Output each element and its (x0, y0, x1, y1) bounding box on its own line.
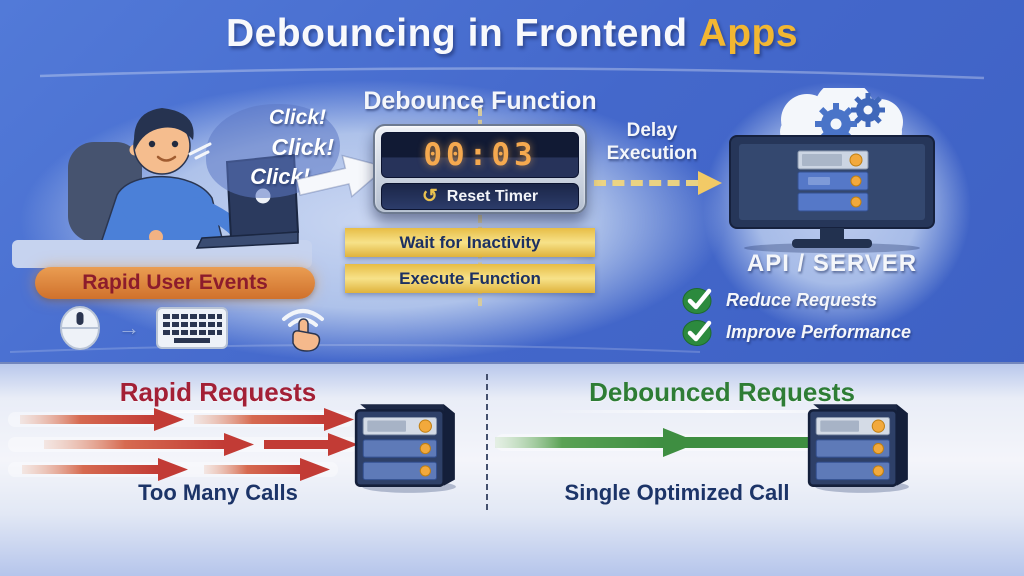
click-text-2: Click! (271, 134, 334, 160)
click-speech-bubble: Click! Click! Click! (206, 104, 340, 198)
comparison-divider (486, 374, 488, 510)
reset-timer-label: Reset Timer (446, 187, 539, 205)
rapid-user-events-banner: Rapid User Events (35, 267, 315, 299)
reset-timer-button[interactable]: ↺ Reset Timer (381, 183, 579, 210)
debounced-requests-heading: Debounced Requests (589, 377, 855, 407)
api-server-illustration (729, 88, 935, 253)
delay-arrow-head (698, 171, 722, 195)
benefit-label: Improve Performance (726, 321, 912, 342)
server-icon-optimized (807, 404, 909, 493)
motion-streak (545, 410, 895, 413)
server-icon-overloaded (354, 404, 456, 493)
step-execute-function: Execute Function (345, 264, 595, 293)
gear-icon-large (815, 103, 857, 145)
benefit-label: Reduce Requests (726, 289, 878, 310)
checkmark-icon (682, 288, 712, 314)
too-many-calls-caption: Too Many Calls (138, 480, 298, 505)
rapid-user-events-label: Rapid User Events (82, 271, 268, 294)
rapid-requests-heading: Rapid Requests (119, 377, 317, 407)
arrow-icon: → (118, 315, 140, 340)
benefit-improve-performance: Improve Performance (682, 318, 911, 346)
delay-dashed-arrow-shaft (594, 180, 698, 186)
bubble-pointer-chevrons (188, 142, 212, 160)
input-event-icons: → (58, 303, 332, 353)
gear-icon-small (851, 93, 885, 127)
server-rack-on-screen (797, 150, 869, 212)
keyboard-icon (156, 307, 228, 349)
tap-gesture-icon (282, 309, 324, 352)
page-title-main: Debouncing in Frontend (225, 12, 688, 55)
checkmark-icon (682, 320, 712, 346)
events-to-debounce-arrow (297, 154, 388, 198)
delay-execution-label: Delay Execution (606, 120, 698, 164)
timer-value: 00:03 (423, 137, 537, 173)
reset-icon: ↺ (421, 186, 438, 207)
click-text-1: Click! (268, 106, 326, 129)
single-optimized-call-caption: Single Optimized Call (564, 480, 790, 505)
timer-display: 00:03 (381, 132, 579, 178)
api-server-label: API / SERVER (746, 250, 918, 277)
rapid-requests-arrows (8, 408, 358, 481)
page-title-accent: Apps (698, 12, 799, 55)
mouse-icon (60, 306, 100, 350)
debounce-timer-widget: 00:03 ↺ Reset Timer (373, 124, 587, 214)
motion-streak (40, 410, 390, 413)
step-wait-for-inactivity: Wait for Inactivity (345, 228, 595, 257)
comparison-band: Rapid Requests Debounced Requests (0, 362, 1024, 576)
benefit-reduce-requests: Reduce Requests (682, 286, 877, 314)
